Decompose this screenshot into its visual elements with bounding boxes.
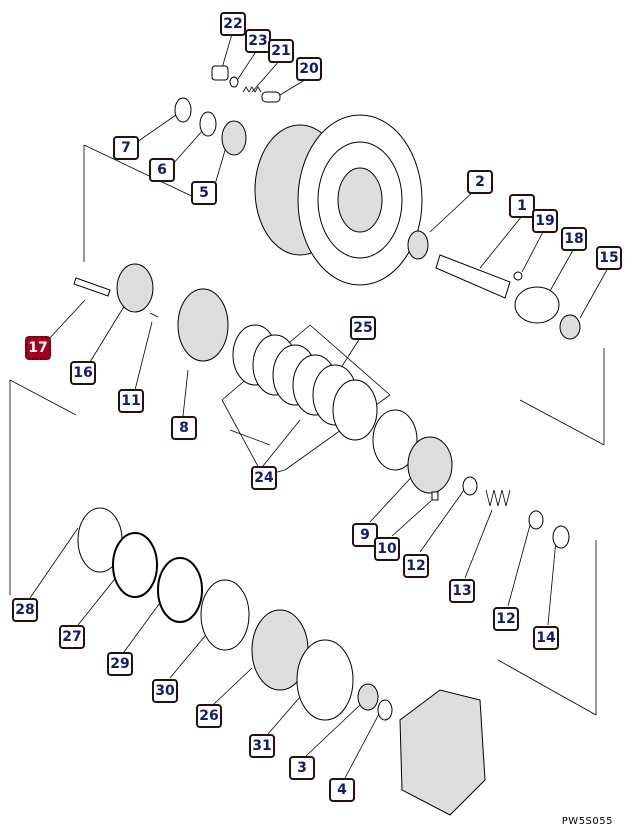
part-3-bearing	[357, 683, 379, 711]
callout-22[interactable]: 22	[220, 12, 246, 36]
callout-4[interactable]: 4	[329, 778, 355, 802]
callout-10[interactable]: 10	[374, 537, 400, 561]
valve-cover	[399, 689, 486, 816]
diagram-code: PW5S055	[561, 816, 613, 827]
part-29-o-ring	[157, 557, 203, 623]
part-21-spring	[242, 86, 262, 93]
callout-1[interactable]: 1	[509, 194, 535, 218]
part-6-ring	[199, 111, 217, 137]
part-17-pin	[73, 277, 111, 297]
part-9-valve-plate	[407, 436, 453, 494]
part-16-retainer-plate	[116, 263, 154, 313]
callout-7[interactable]: 7	[113, 136, 139, 160]
part-23-o-ring	[229, 76, 239, 88]
part-19-ball	[513, 271, 523, 281]
callout-11[interactable]: 11	[118, 389, 144, 413]
part-12-ring	[462, 476, 478, 496]
part-27-o-ring	[112, 532, 158, 598]
callout-12[interactable]: 12	[403, 554, 429, 578]
part-5-bearing	[221, 120, 247, 156]
callout-30[interactable]: 30	[152, 679, 178, 703]
part-20-pin	[261, 91, 281, 103]
callout-3[interactable]: 3	[289, 756, 315, 780]
part-7-snap-ring	[174, 97, 192, 123]
callout-19[interactable]: 19	[532, 209, 558, 233]
callout-8[interactable]: 8	[171, 416, 197, 440]
callout-18[interactable]: 18	[561, 227, 587, 251]
callout-24[interactable]: 24	[251, 466, 277, 490]
callout-28[interactable]: 28	[12, 598, 38, 622]
callout-5[interactable]: 5	[191, 181, 217, 205]
part-12-ring-2	[528, 510, 544, 530]
part-18-swash-plate	[514, 286, 560, 324]
callout-31[interactable]: 31	[249, 734, 275, 758]
callout-12-second[interactable]: 12	[493, 607, 519, 631]
part-30-ring	[200, 579, 250, 651]
callout-27[interactable]: 27	[59, 625, 85, 649]
callout-21[interactable]: 21	[268, 39, 294, 63]
callout-25[interactable]: 25	[350, 316, 376, 340]
callout-29[interactable]: 29	[107, 652, 133, 676]
callout-2[interactable]: 2	[467, 170, 493, 194]
callout-14[interactable]: 14	[533, 626, 559, 650]
callout-16[interactable]: 16	[70, 361, 96, 385]
callout-26[interactable]: 26	[196, 704, 222, 728]
part-31-plate	[296, 639, 354, 721]
callout-17-highlighted[interactable]: 17	[25, 336, 51, 360]
part-2-bearing	[407, 230, 429, 260]
part-1-shaft	[435, 254, 511, 299]
part-13-spring	[485, 489, 511, 507]
part-22-plug	[211, 65, 229, 81]
callout-6[interactable]: 6	[149, 158, 175, 182]
callout-15[interactable]: 15	[596, 246, 622, 270]
housing	[254, 114, 423, 286]
part-8-cylinder-block	[177, 288, 229, 362]
part-10-pin	[431, 491, 439, 501]
callout-9[interactable]: 9	[352, 523, 378, 547]
part-25-plates	[232, 324, 418, 471]
part-11-pin	[149, 312, 159, 318]
part-15-bearing	[559, 314, 581, 340]
callout-13[interactable]: 13	[449, 579, 475, 603]
callout-20[interactable]: 20	[296, 57, 322, 81]
part-14-snap-ring	[552, 525, 570, 549]
part-4-ring	[377, 699, 393, 721]
